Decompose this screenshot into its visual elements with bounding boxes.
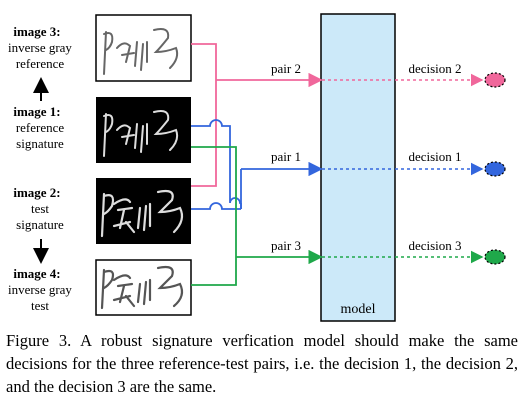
- decision-1-node: [484, 161, 506, 177]
- pair-1-label: pair 1: [271, 149, 301, 164]
- decision-3-node: [484, 249, 506, 265]
- decision-3-label: decision 3: [408, 238, 461, 253]
- image-2-title: image 2:: [13, 185, 60, 200]
- image-2-desc-line2: signature: [16, 217, 64, 232]
- image-1-reference-signature: [96, 97, 191, 163]
- image-2-label: image 2: test signature: [13, 185, 64, 232]
- decision-2-label: decision 2: [408, 61, 461, 76]
- image-4-inverse-gray-test: [95, 259, 192, 316]
- decision-1-label: decision 1: [408, 149, 461, 164]
- figure-caption: Figure 3. A robust signature verfication…: [6, 331, 518, 396]
- image-3-desc-line2: reference: [16, 56, 65, 71]
- image-3-label: image 3: inverse gray reference: [8, 24, 72, 71]
- pair-2-connector: [191, 43, 323, 187]
- decision-2-node: [484, 72, 506, 88]
- image-1-title: image 1:: [13, 104, 60, 119]
- image-1-desc-line2: signature: [16, 136, 64, 151]
- image-1-label: image 1: reference signature: [13, 104, 64, 151]
- image-4-desc-line1: inverse gray: [8, 282, 72, 297]
- image-3-title: image 3:: [13, 24, 60, 39]
- image-4-desc-line2: test: [31, 298, 49, 313]
- model-label: model: [341, 302, 376, 317]
- image-4-title: image 4:: [13, 266, 60, 281]
- diagram: image 3: inverse gray reference image 1:…: [8, 13, 506, 322]
- pair-2-label: pair 2: [271, 61, 301, 76]
- pair-3-label: pair 3: [271, 238, 301, 253]
- pair-1-connector: [191, 119, 323, 210]
- pair-3-connector: [191, 146, 323, 286]
- image-3-desc-line1: inverse gray: [8, 40, 72, 55]
- image-3-inverse-gray-reference: [95, 14, 192, 82]
- image-2-test-signature: [96, 178, 191, 244]
- model-block: model: [320, 13, 396, 322]
- image-2-desc-line1: test: [31, 201, 49, 216]
- image-1-desc-line1: reference: [16, 120, 65, 135]
- image-4-label: image 4: inverse gray test: [8, 266, 72, 313]
